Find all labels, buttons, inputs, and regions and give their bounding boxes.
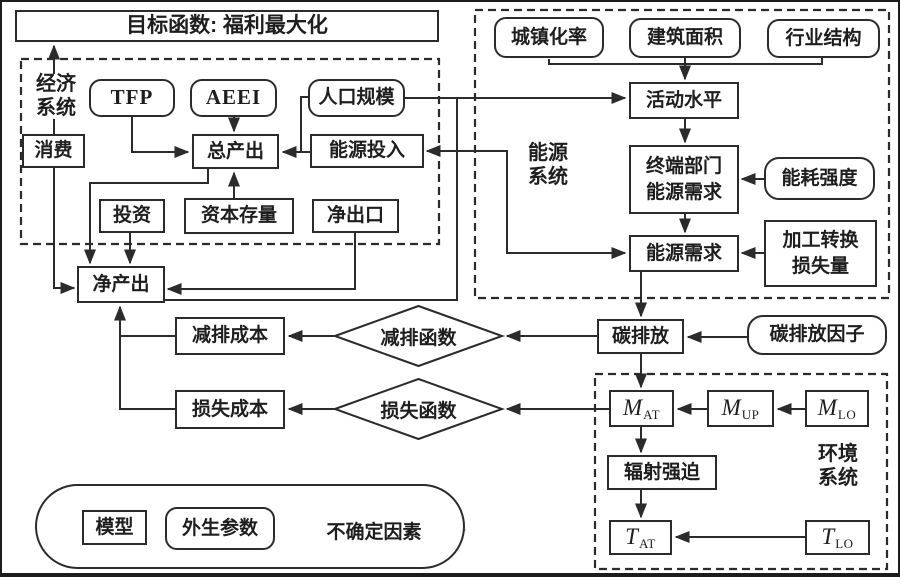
legend-exogenous-box: 外生参数 [165, 507, 275, 550]
t-at-symbol: T [625, 524, 638, 550]
arrow-consumption-to-net-output [53, 168, 76, 294]
node-processing-loss: 加工转换 损失量 [764, 220, 877, 287]
m-up-symbol: M [721, 395, 741, 421]
objective-function-box: 目标函数: 福利最大化 [15, 10, 439, 42]
arrow-total-output-to-net-output [84, 169, 209, 265]
node-capital-stock: 资本存量 [184, 198, 294, 234]
node-net-export: 净出口 [312, 199, 399, 233]
line-population-join [300, 96, 310, 152]
node-total-output: 总产出 [192, 134, 279, 169]
node-abatement-cost: 减排成本 [175, 317, 285, 355]
m-up-subscript: UP [741, 406, 760, 422]
damage-function-label: 损失函数 [380, 400, 457, 422]
arrow-costs-to-net-output [114, 305, 175, 410]
environment-system-label: 环境 系统 [812, 443, 864, 490]
m-lo-symbol: M [817, 395, 837, 421]
node-industry-structure: 行业结构 [767, 19, 880, 58]
m-at-symbol: M [622, 395, 643, 421]
node-carbon-emission: 碳排放 [597, 319, 684, 354]
node-energy-input: 能源投入 [310, 134, 424, 168]
node-net-output: 净产出 [77, 266, 165, 303]
m-at-subscript: AT [643, 406, 661, 422]
node-consumption: 消费 [22, 134, 85, 168]
node-urbanization: 城镇化率 [494, 17, 604, 58]
node-energy-demand: 能源需求 [629, 235, 739, 272]
m-lo-subscript: LO [837, 406, 857, 422]
t-lo-symbol: T [821, 524, 835, 550]
node-aeei: AEEI [190, 79, 277, 117]
node-tfp: TFP [89, 79, 175, 117]
abatement-function-label: 减排函数 [380, 327, 457, 349]
node-radiative-forcing: 辐射强迫 [607, 455, 717, 490]
abatement-function-diamond [332, 304, 505, 368]
arrow-energy-demand-energy-input-link [425, 145, 627, 259]
node-investment: 投资 [99, 199, 165, 233]
node-activity-level: 活动水平 [629, 82, 739, 119]
t-lo-subscript: LO [835, 535, 854, 551]
node-damage-cost: 损失成本 [175, 390, 285, 429]
node-end-use-energy-demand: 终端部门 能源需求 [629, 145, 739, 214]
arrow-net-export-to-net-output [166, 233, 356, 295]
damage-function-diamond [332, 377, 505, 441]
node-population: 人口规模 [308, 79, 405, 117]
economic-system-label: 经济 系统 [31, 73, 81, 119]
node-emission-factor: 碳排放因子 [747, 315, 887, 355]
t-at-subscript: AT [638, 535, 656, 551]
node-energy-intensity: 能耗强度 [764, 157, 875, 200]
environment-system-border [593, 372, 889, 571]
legend-model-box: 模型 [82, 510, 147, 545]
legend-uncertain-label: 不确定因素 [326, 521, 422, 543]
node-building-area: 建筑面积 [629, 18, 741, 58]
arrow-tfp-to-total-output [131, 117, 190, 158]
energy-system-label: 能源 系统 [522, 142, 574, 190]
